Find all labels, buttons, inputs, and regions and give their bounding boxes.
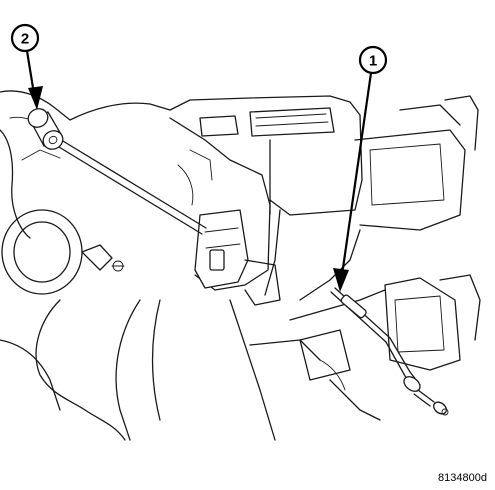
callout-2-label: 2 [21, 31, 29, 48]
callout-1-label: 1 [369, 53, 377, 70]
cable-end-cylinder [27, 108, 64, 150]
cable-2 [27, 108, 207, 235]
cable-terminal-end [403, 376, 449, 416]
callout-1: 1 [333, 45, 388, 292]
cable-1 [330, 287, 449, 416]
figure-id: 8134800d [438, 472, 487, 484]
heater-housing [169, 95, 479, 301]
blend-door-actuator [169, 117, 281, 306]
dash-structure-left [0, 90, 171, 441]
floor-console [229, 274, 481, 441]
callout-2: 2 [10, 23, 43, 110]
